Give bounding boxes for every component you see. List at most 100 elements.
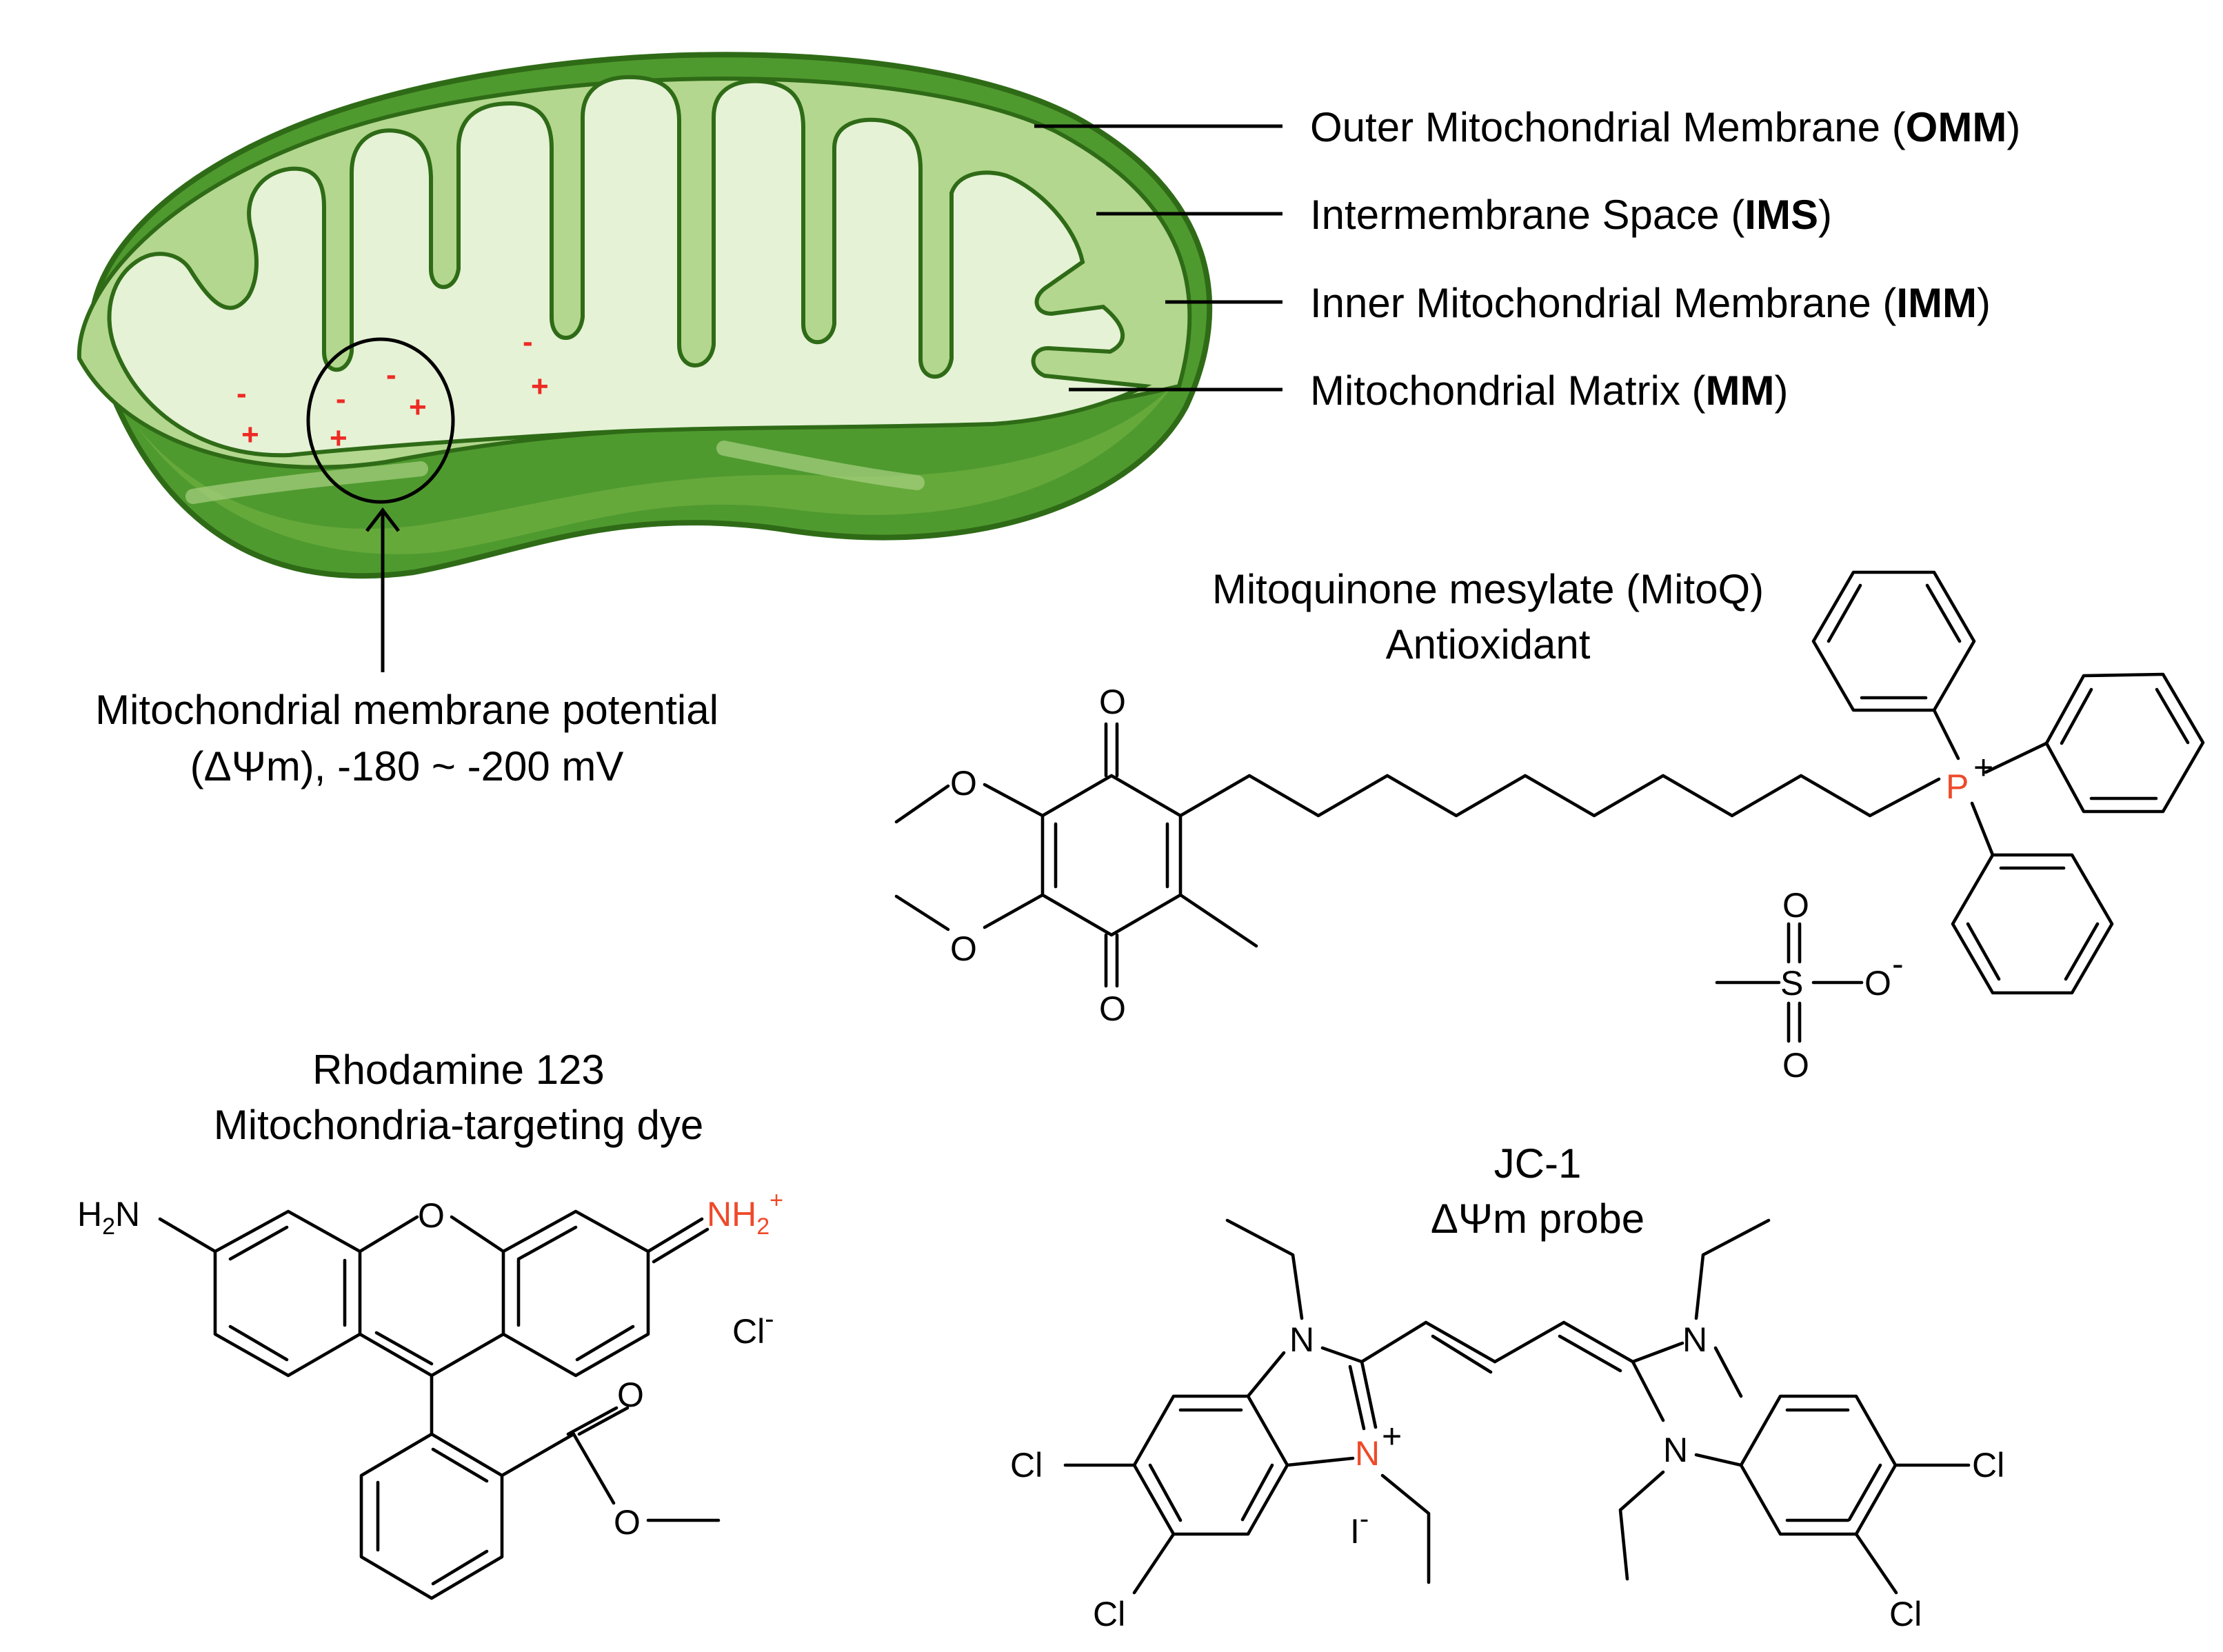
phenyl-ring — [2044, 672, 2205, 814]
atom-o: O — [418, 1196, 445, 1235]
charge-minus: - — [237, 376, 247, 410]
atom-n-plus: N — [1355, 1434, 1380, 1473]
atom-o: O — [1864, 964, 1891, 1003]
atom-cl: Cl — [1093, 1595, 1125, 1633]
atom-n: N — [1289, 1320, 1314, 1359]
atom-cl: Cl — [1889, 1595, 1922, 1633]
label-imm: Inner Mitochondrial Membrane (IMM) — [1310, 280, 1991, 326]
label-omm: Outer Mitochondrial Membrane (OMM) — [1310, 104, 2020, 150]
charge-minus: - — [386, 358, 396, 392]
imidazole-bond — [1285, 1456, 1355, 1467]
atom-charge-plus: + — [1973, 748, 1993, 787]
imidazole-bond — [1631, 1341, 1684, 1364]
rhodamine-name: Rhodamine 123 — [312, 1047, 605, 1093]
p-phenyl-bond — [1984, 741, 2049, 774]
matrix-with-cristae — [107, 74, 1152, 458]
label-mm: Mitochondrial Matrix (MM) — [1310, 367, 1788, 414]
phenyl-inner-bond — [2155, 687, 2190, 745]
ester-bond — [572, 1432, 616, 1505]
atom-chloride: Cl- — [732, 1304, 774, 1351]
atom-charge-minus: - — [1892, 945, 1904, 983]
imidazole-double-bond — [1348, 1364, 1366, 1431]
imidazole-double-bond — [1360, 1360, 1378, 1429]
atom-cl: Cl — [1010, 1446, 1043, 1484]
methine-bridge — [1424, 1320, 1497, 1364]
cl-bond — [1854, 1532, 1898, 1595]
atom-nh2-left: H2N — [77, 1195, 140, 1240]
xanthene-left-ring — [213, 1209, 362, 1378]
n-ethyl — [1380, 1473, 1431, 1584]
methine-bridge — [1493, 1320, 1566, 1364]
atom-o: O — [950, 929, 977, 968]
xanthene-bond — [430, 1332, 505, 1378]
charge-plus: + — [330, 421, 348, 455]
potential-caption-line1: Mitochondrial membrane potential — [95, 687, 718, 733]
iminium-double-bond — [652, 1227, 710, 1264]
atom-o: O — [614, 1503, 641, 1542]
atom-charge-plus: + — [1382, 1417, 1402, 1455]
methine-bridge — [1360, 1320, 1428, 1364]
mitoq-structure: O O O O P + — [894, 570, 2205, 1085]
label-ims: Intermembrane Space (IMS) — [1310, 192, 1832, 238]
charge-minus: - — [523, 325, 533, 359]
iminium-double-bond — [646, 1217, 704, 1253]
methoxy-bond — [983, 783, 1045, 818]
atom-o: O — [950, 764, 977, 803]
amine-bond — [158, 1217, 217, 1253]
rhodamine-structure: H2N O NH2+ Cl- O O — [77, 1187, 783, 1600]
ester-carbonyl — [577, 1406, 630, 1436]
phenyl-inner-bond — [1966, 922, 2001, 981]
atom-p: P — [1946, 767, 1969, 806]
imidazole-bond — [1713, 1346, 1743, 1398]
atom-nh2-plus: NH2+ — [707, 1187, 783, 1240]
ring-inner-bond — [575, 1324, 635, 1362]
imidazole-bond — [1246, 1351, 1286, 1398]
ester-bond — [500, 1432, 576, 1478]
body-shading — [138, 386, 1172, 554]
mitoq-name: Mitoquinone mesylate (MitoQ) — [1212, 566, 1764, 612]
pendant-phenyl-ring — [359, 1432, 504, 1600]
n-ethyl — [1225, 1218, 1304, 1320]
highlight-streak — [185, 461, 428, 504]
methine-bridge — [1562, 1320, 1635, 1364]
phenyl-inner-bond — [1827, 583, 1862, 643]
xanthene-bond — [358, 1332, 434, 1378]
quinone-ring — [1040, 774, 1183, 937]
n-ethyl — [1618, 1470, 1665, 1581]
atom-o: O — [1099, 683, 1126, 721]
mitochondrion-illustration: - + - + - + - + — [77, 52, 1282, 672]
xanthene-right-ring — [501, 1209, 650, 1378]
ring-inner-bond — [1240, 1463, 1274, 1522]
p-phenyl-bond — [1970, 801, 1995, 857]
atom-s: S — [1780, 964, 1803, 1003]
charge-minus: - — [336, 382, 346, 416]
methine-double — [1558, 1334, 1622, 1373]
phenyl-ring — [1811, 570, 1976, 712]
jc1-name: JC-1 — [1494, 1140, 1582, 1187]
xanthene-bond — [450, 1215, 505, 1253]
methoxy-methyl — [894, 784, 950, 824]
ring-inner-bond — [228, 1225, 289, 1261]
atom-o: O — [1782, 1046, 1809, 1085]
charge-plus: + — [409, 390, 427, 424]
jc1-left-benzene — [1132, 1394, 1289, 1536]
atom-o: O — [1099, 989, 1126, 1028]
p-phenyl-bond — [1932, 708, 1960, 760]
potential-arrow-head — [365, 507, 400, 532]
ring-inner-bond — [228, 1324, 289, 1362]
phenyl-inner-bond — [2064, 922, 2100, 981]
atom-n: N — [1663, 1431, 1688, 1469]
jc1-structure: N N + Cl Cl I- N N — [1010, 1218, 2004, 1633]
ring-inner-bond — [1148, 1463, 1183, 1522]
decyl-chain — [1178, 774, 1941, 818]
ring-inner-bond — [516, 1225, 578, 1261]
ring-inner-bond — [431, 1549, 489, 1586]
imidazole-bond — [1320, 1346, 1364, 1364]
ring-inner-bond — [1847, 1463, 1882, 1522]
ring-inner-bond — [374, 1331, 434, 1366]
phenyl-inner-bond — [2060, 687, 2093, 745]
charge-plus: + — [241, 418, 259, 452]
atom-o: O — [617, 1376, 644, 1414]
methine-double — [1431, 1334, 1493, 1374]
